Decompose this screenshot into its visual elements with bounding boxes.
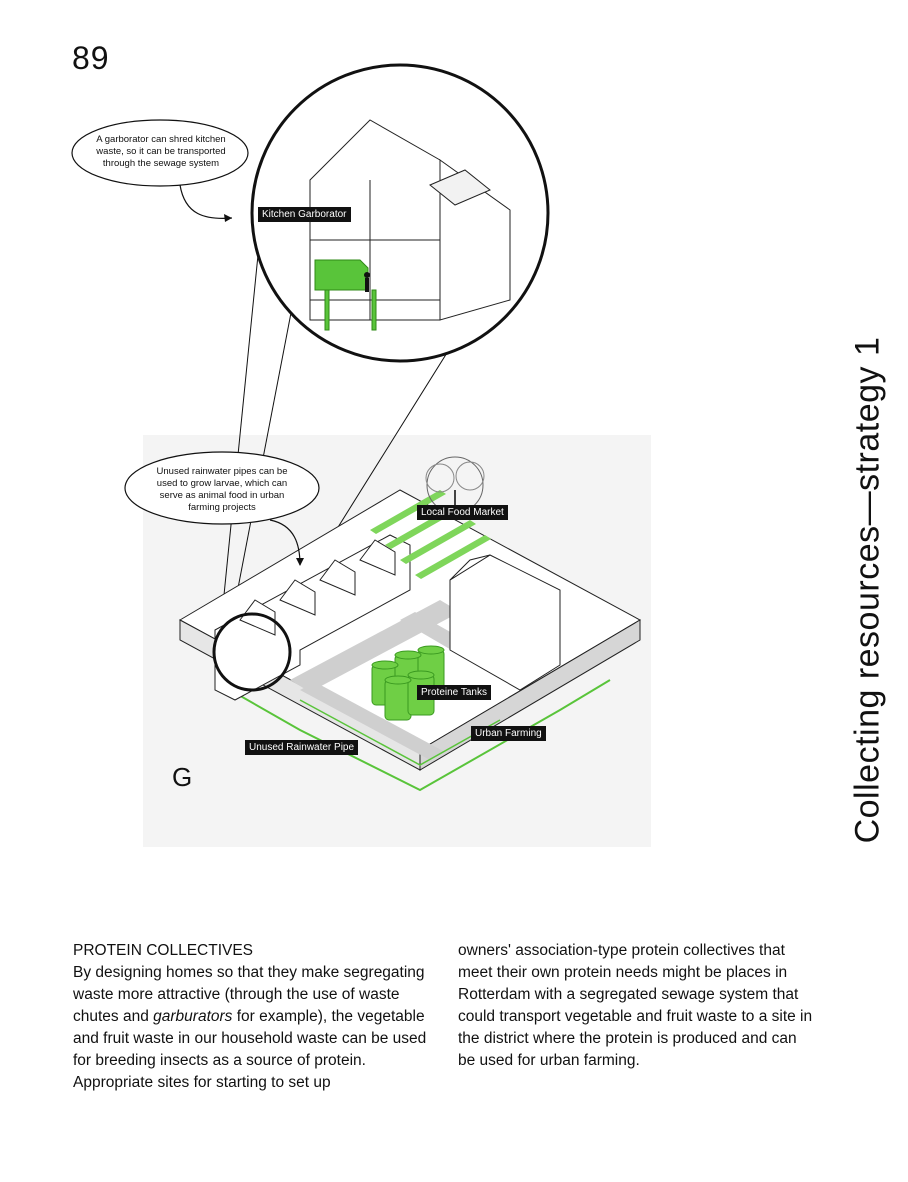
label-local-food-market: Local Food Market [417,505,508,520]
label-urban-farming: Urban Farming [471,726,546,741]
road-2 [300,682,445,760]
zoom-line-left [217,214,263,656]
apartment-block [449,554,561,691]
paragraph-left-em: garburators [153,1008,233,1025]
label-proteine-tanks: Proteine Tanks [417,685,491,700]
bubble-top-shape [71,119,249,187]
person-icon [364,272,370,292]
bubble-top-arrow [179,184,233,219]
garborator-green [314,259,377,331]
house-section [309,119,511,321]
paragraph-left: By designing homes so that they make seg… [73,962,428,1094]
label-unused-rainwater-pipe: Unused Rainwater Pipe [245,740,359,755]
row-houses [214,534,411,701]
paragraph-left-post: for example), the vegetable and fruit wa… [73,1008,427,1091]
bubble-mid-shape [124,451,320,525]
label-kitchen-garborator: Kitchen Garborator [258,207,351,222]
illustration: A garborator can shred kitchen waste, so… [71,63,651,847]
text-column-right: owners' association-type protein collect… [458,940,813,1072]
figure-letter: G [172,762,193,792]
paragraph-right: owners' association-type protein collect… [458,942,813,1069]
text-column-left: PROTEIN COLLECTIVES By designing homes s… [73,940,428,1094]
bubble-mid-text: Unused rainwater pipes can be used to gr… [156,466,288,513]
focus-circle-small [212,612,292,692]
paragraph-left-pre: By designing homes so that they make seg… [73,964,425,1025]
rainwater-pipe [229,679,611,792]
page-number: 89 [72,40,110,76]
protein-tanks [371,645,445,721]
section-heading: PROTEIN COLLECTIVES [73,942,254,959]
bubble-top-text: A garborator can shred kitchen waste, so… [96,134,226,169]
